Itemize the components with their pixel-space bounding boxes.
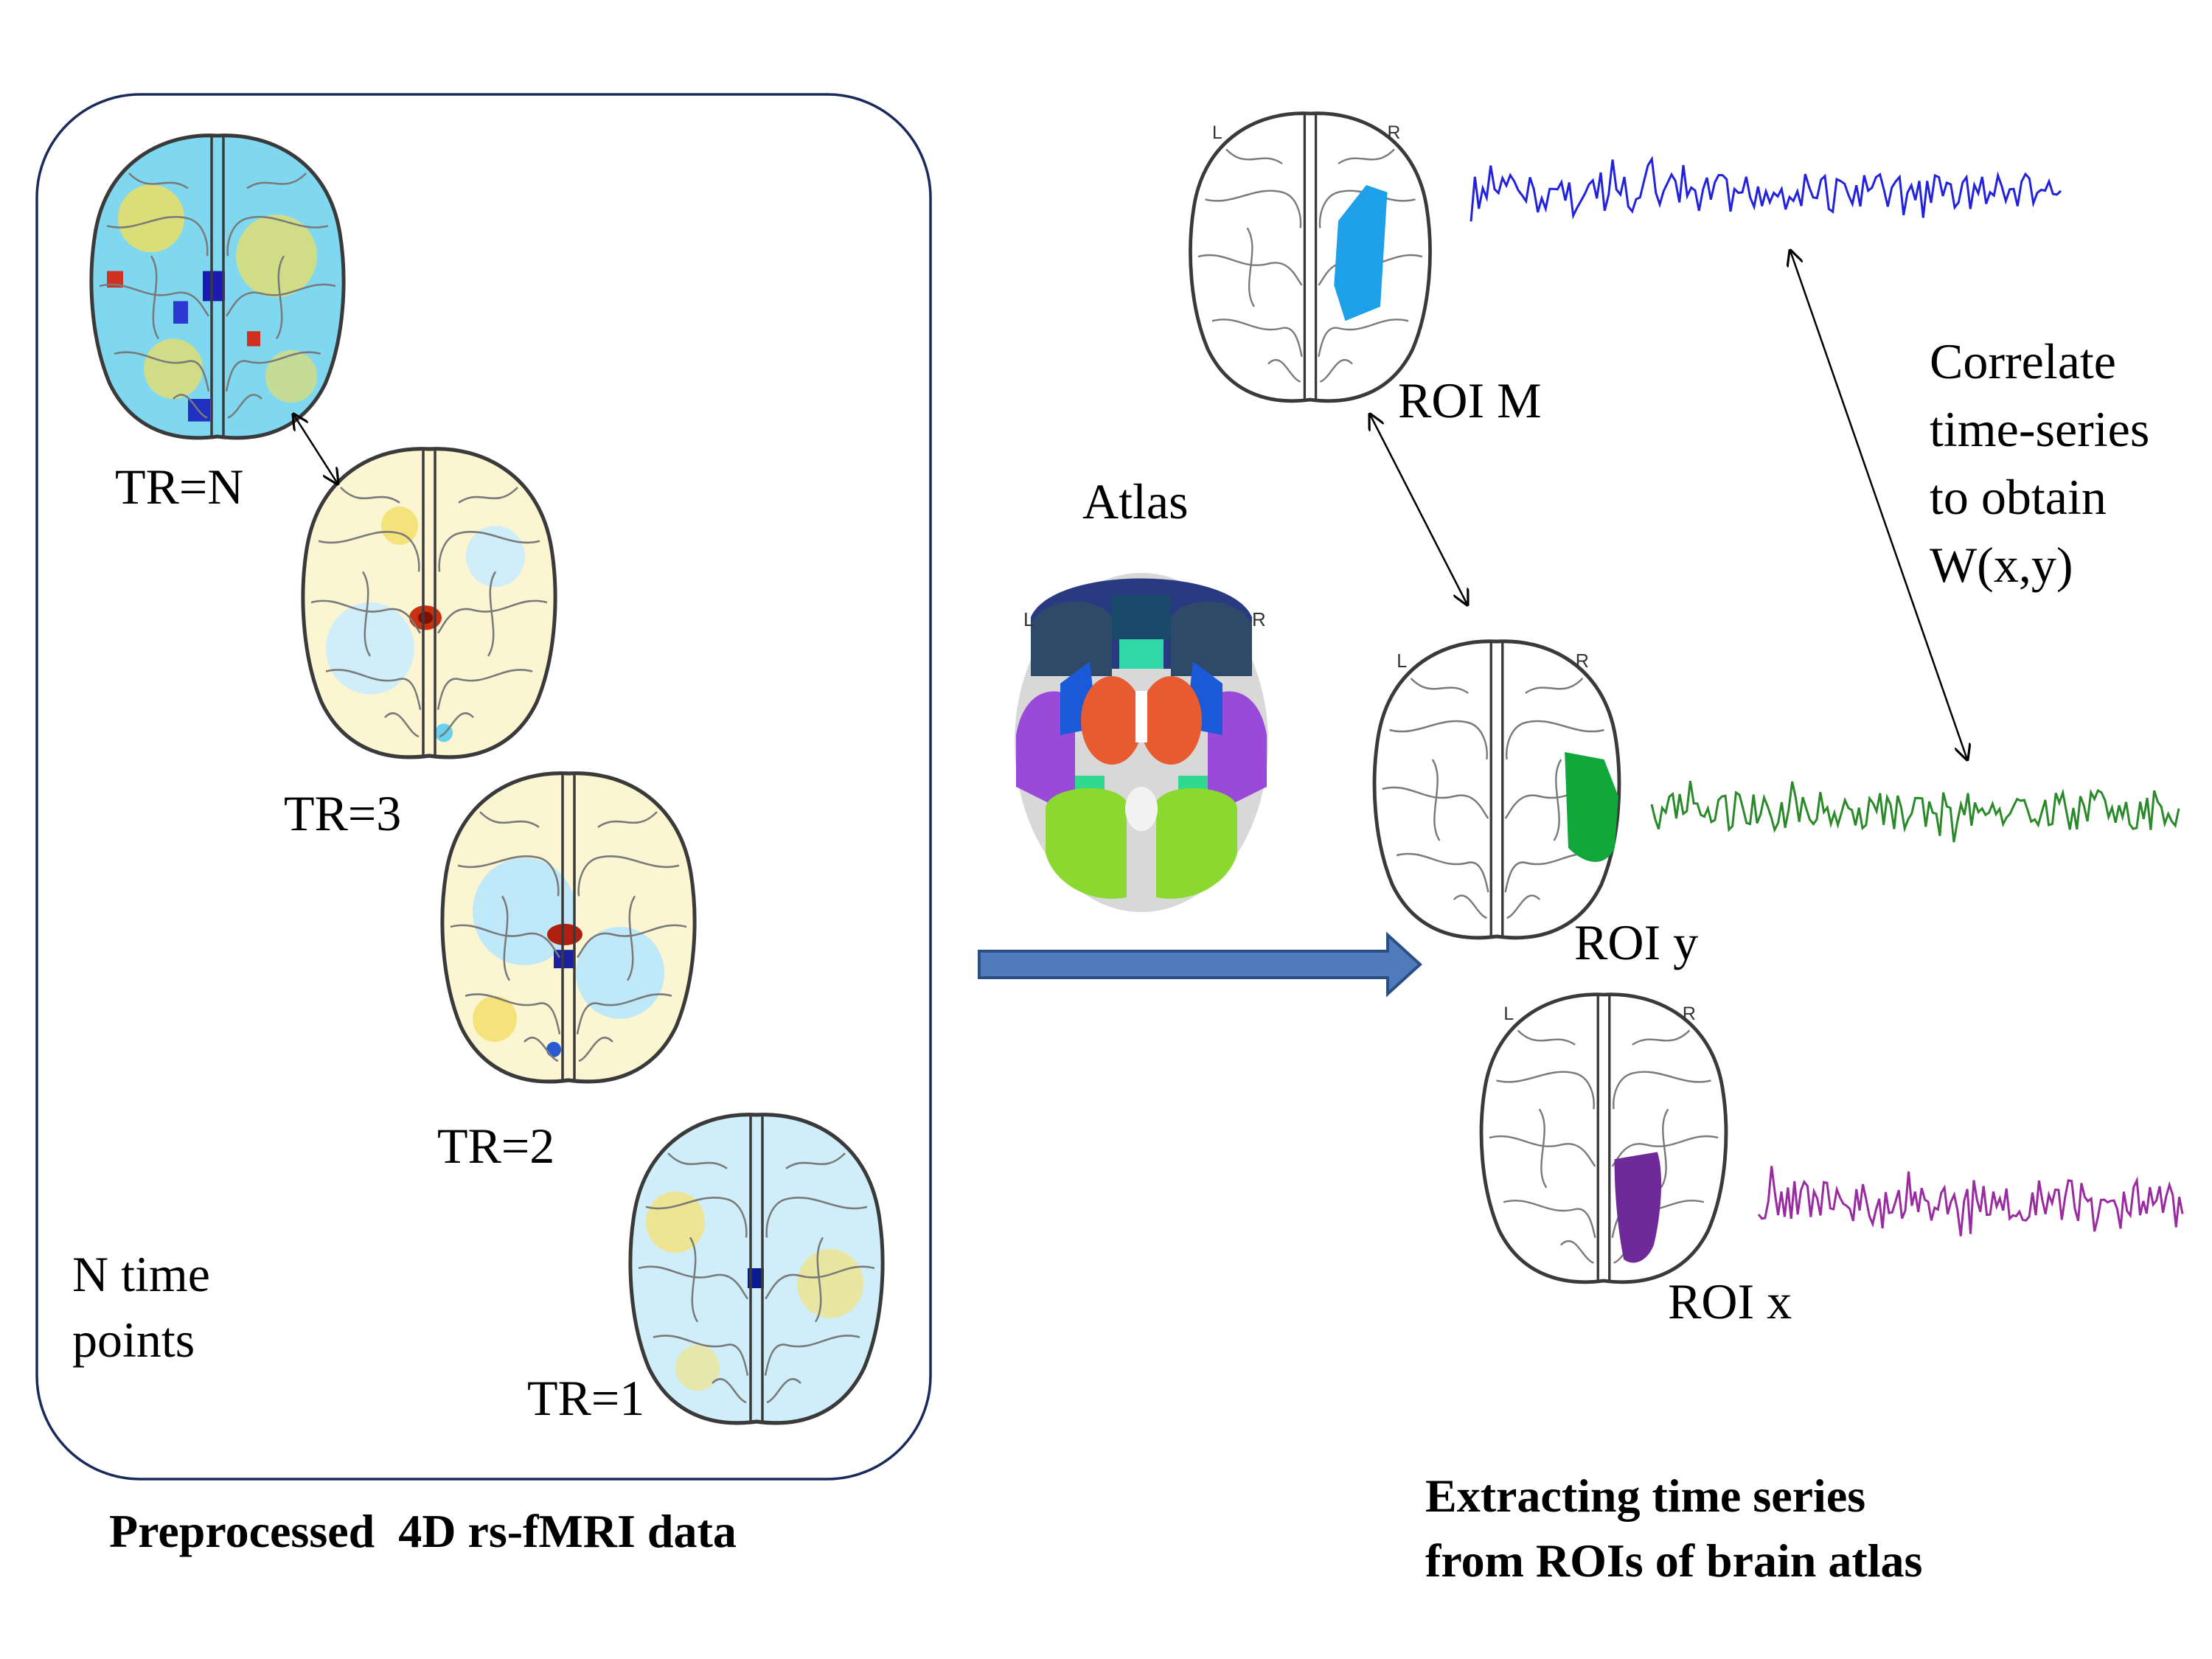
svg-text:L: L	[1023, 608, 1034, 630]
fmri-volume-tr-3	[296, 442, 562, 764]
fmri-volume-tr-1	[624, 1107, 889, 1430]
svg-text:R: R	[1683, 1004, 1696, 1024]
extract-caption-line-2: from ROIs of brain atlas	[1425, 1534, 1922, 1587]
roi-y-region	[1565, 752, 1618, 862]
svg-text:L: L	[1212, 122, 1222, 143]
roi-x-time-series	[1757, 1166, 2184, 1237]
tr-label-n: TR=N	[115, 459, 243, 515]
correlate-line-2: time-series	[1930, 401, 2149, 457]
atlas-image: L R	[1015, 573, 1268, 912]
correlate-line-4: W(x,y)	[1930, 537, 2073, 593]
roi-y-time-series	[1650, 780, 2180, 843]
svg-text:L: L	[1397, 651, 1407, 672]
correlate-line-3: to obtain	[1930, 469, 2107, 525]
tr-label-2: TR=2	[437, 1118, 554, 1174]
process-arrow	[978, 931, 1422, 998]
roi-m-time-series	[1470, 156, 2062, 222]
roi-y-label: ROI y	[1574, 914, 1698, 970]
fmri-volume-tr-n	[85, 128, 350, 444]
roi-m-label: ROI M	[1398, 372, 1542, 428]
fmri-caption: Preprocessed 4D rs-fMRI data	[109, 1505, 737, 1557]
svg-text:R: R	[1388, 122, 1401, 143]
tr-label-3: TR=3	[284, 785, 401, 841]
tr-link-arrow	[293, 414, 338, 484]
time-points-line-1: N time	[72, 1246, 210, 1302]
roi-y-brain: L R	[1374, 641, 1619, 938]
extract-caption-line-1: Extracting time series	[1425, 1470, 1865, 1522]
svg-text:R: R	[1576, 651, 1589, 672]
roi-m-roi-y-arrow	[1370, 414, 1467, 605]
svg-text:R: R	[1252, 608, 1266, 630]
roi-x-region	[1614, 1152, 1662, 1263]
tr-label-1: TR=1	[527, 1370, 644, 1426]
correlate-arrow	[1790, 251, 1967, 759]
time-points-line-2: points	[72, 1312, 195, 1368]
svg-text:L: L	[1503, 1004, 1514, 1024]
fmri-panel	[35, 93, 932, 1481]
roi-x-brain: L R	[1481, 995, 1726, 1282]
atlas-label: Atlas	[1082, 473, 1189, 529]
fmri-volume-tr-2	[436, 766, 701, 1088]
roi-m-region	[1334, 185, 1388, 321]
roi-m-brain: L R	[1191, 114, 1430, 401]
roi-x-label: ROI x	[1668, 1273, 1792, 1329]
correlate-line-1: Correlate	[1930, 333, 2116, 389]
